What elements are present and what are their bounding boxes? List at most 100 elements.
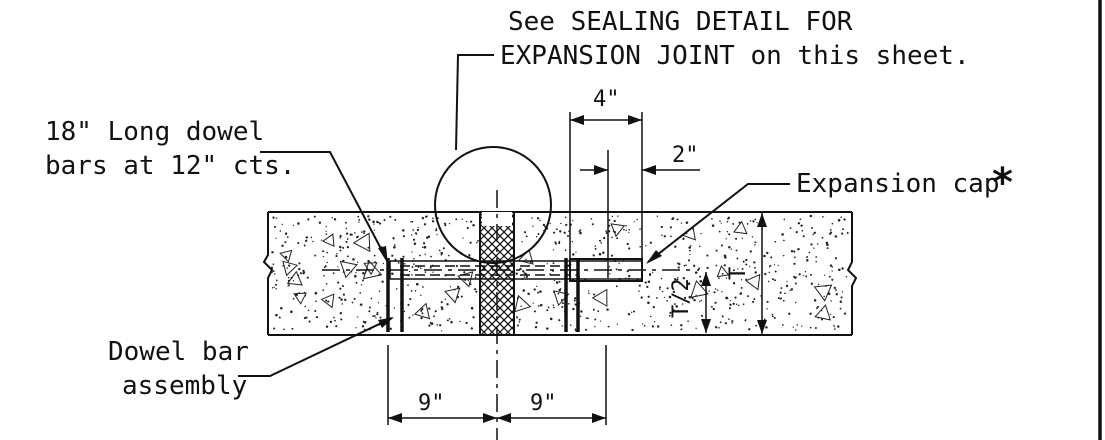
stipple-dot [444, 298, 447, 301]
stipple-dot [608, 266, 611, 268]
stipple-dot [429, 266, 432, 269]
stipple-dot [424, 253, 426, 256]
stipple-dot [789, 289, 791, 292]
stipple-dot [687, 320, 689, 323]
stipple-dot [373, 254, 376, 257]
stipple-dot [841, 267, 844, 270]
stipple-dot [628, 228, 631, 231]
stipple-dot [809, 214, 813, 218]
stipple-dot [740, 279, 743, 281]
stipple-dot [827, 292, 831, 296]
stipple-dot [741, 267, 744, 270]
stipple-dot [682, 237, 685, 240]
stipple-dot [558, 288, 561, 292]
stipple-dot [690, 245, 692, 247]
stipple-dot [278, 316, 281, 319]
stipple-dot [786, 280, 788, 283]
stipple-dot [793, 262, 796, 265]
stipple-dot [691, 297, 694, 300]
stipple-dot [431, 217, 434, 220]
stipple-dot [325, 299, 328, 302]
stipple-dot [339, 249, 342, 252]
stipple-dot [722, 316, 724, 318]
stipple-dot [783, 218, 786, 221]
stipple-dot [810, 227, 813, 229]
stipple-dot [305, 236, 308, 239]
stipple-dot [356, 261, 359, 264]
stipple-dot [810, 282, 813, 285]
stipple-dot [613, 219, 616, 223]
stipple-dot [794, 329, 797, 331]
stipple-dot [773, 264, 776, 266]
stipple-dot [833, 324, 835, 327]
stipple-dot [374, 261, 376, 263]
aggregate-mark [279, 249, 293, 263]
stipple-dot [345, 227, 348, 230]
stipple-dot [273, 273, 276, 275]
stipple-dot [594, 247, 597, 250]
stipple-dot [339, 287, 342, 290]
stipple-dot [292, 297, 295, 300]
stipple-dot [754, 271, 757, 274]
stipple-dot [809, 312, 812, 316]
stipple-dot [793, 250, 796, 253]
stipple-dot [446, 303, 449, 306]
stipple-dot [346, 238, 349, 240]
stipple-dot [680, 328, 683, 331]
stipple-dot [835, 293, 838, 296]
stipple-dot [469, 283, 472, 286]
stipple-dot [685, 264, 687, 267]
stipple-dot [397, 262, 400, 264]
stipple-dot [839, 300, 843, 304]
stipple-dot [632, 310, 636, 313]
stipple-dot [525, 275, 529, 278]
stipple-dot [357, 316, 359, 318]
stipple-dot [308, 320, 311, 323]
stipple-dot [649, 241, 652, 244]
stipple-dot [737, 268, 739, 270]
stipple-dot [732, 282, 736, 285]
stipple-dot [718, 230, 721, 233]
stipple-dot [544, 225, 547, 228]
stipple-dot [795, 231, 798, 234]
sealing-detail-note-line2: EXPANSION JOINT on this sheet. [500, 41, 970, 71]
dim-t-arrow-bottom [757, 320, 767, 334]
stipple-dot [607, 325, 610, 328]
stipple-dot [345, 232, 349, 235]
stipple-dot [275, 313, 278, 317]
stipple-dot [609, 273, 611, 275]
stipple-dot [725, 296, 728, 300]
stipple-dot [805, 275, 808, 278]
stipple-dot [459, 320, 461, 323]
stipple-dot [829, 313, 832, 315]
stipple-dot [555, 281, 559, 284]
stipple-dot [304, 305, 307, 308]
stipple-dot [720, 222, 722, 224]
stipple-dot [597, 310, 600, 313]
stipple-dot [340, 298, 343, 301]
stipple-dot [774, 279, 776, 282]
stipple-dot [281, 223, 283, 226]
stipple-dot [391, 254, 394, 257]
stipple-dot [358, 218, 361, 221]
stipple-dot [833, 286, 836, 290]
stipple-dot [520, 305, 522, 307]
stipple-dot [361, 325, 365, 328]
stipple-dot [839, 307, 842, 310]
stipple-dot [586, 317, 589, 320]
stipple-dot [333, 218, 337, 221]
stipple-dot [470, 306, 474, 310]
stipple-dot [344, 298, 347, 301]
stipple-dot [307, 218, 310, 221]
stipple-dot [440, 253, 443, 256]
stipple-dot [368, 218, 371, 221]
stipple-dot [362, 279, 364, 282]
stipple-dot [739, 292, 743, 295]
stipple-dot [282, 265, 284, 267]
stipple-dot [315, 300, 317, 303]
stipple-dot [677, 310, 680, 313]
stipple-dot [573, 297, 577, 300]
dim-9in-arrow-left-inner [483, 413, 497, 423]
stipple-dot [472, 316, 475, 319]
stipple-dot [334, 319, 336, 322]
